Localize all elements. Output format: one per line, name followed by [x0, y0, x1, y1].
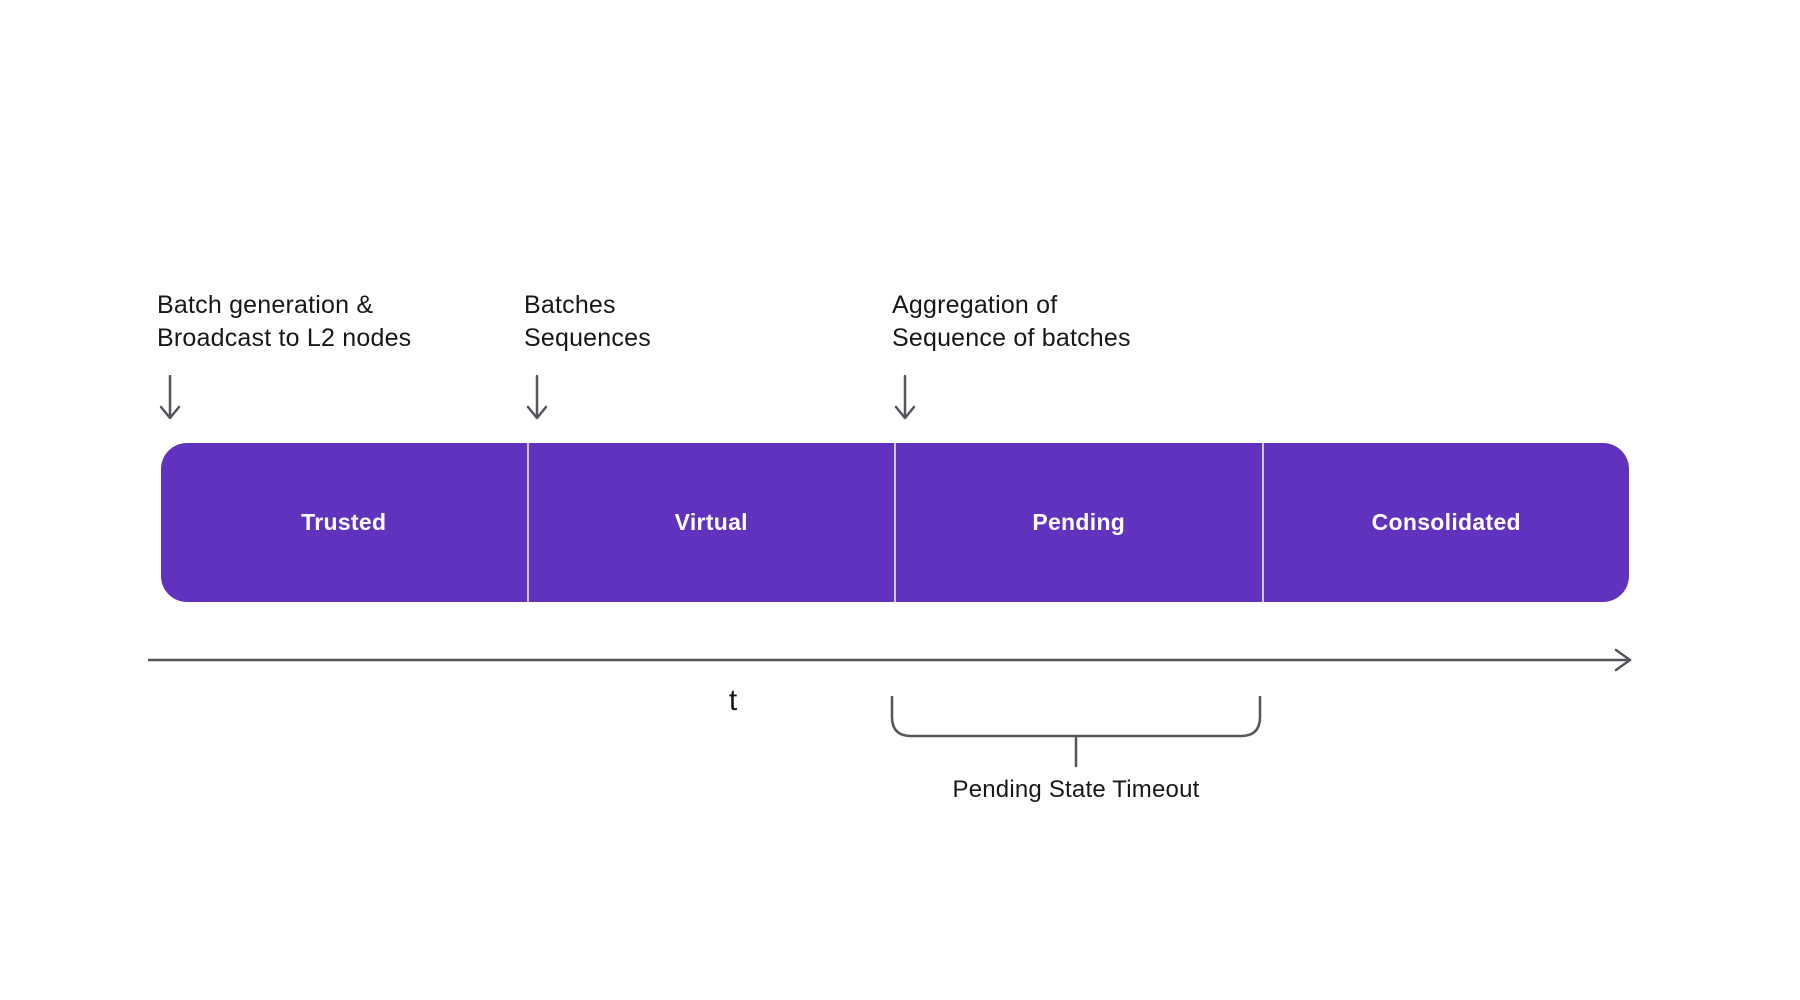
annotation-aggregation: Aggregation of Sequence of batches: [892, 289, 1131, 421]
annotation-label: Aggregation of Sequence of batches: [892, 291, 1131, 352]
stage-segment-trusted: Trusted: [161, 443, 529, 602]
state-bar: Trusted Virtual Pending Consolidated: [161, 443, 1629, 602]
pending-timeout-label: Pending State Timeout: [952, 776, 1200, 803]
down-arrow-icon: [526, 375, 548, 420]
down-arrow-icon: [894, 375, 916, 420]
time-axis-arrow: [148, 648, 1632, 672]
stage-label: Trusted: [301, 509, 387, 535]
annotation-batch-generation: Batch generation & Broadcast to L2 nodes: [157, 289, 411, 421]
stage-segment-pending: Pending: [896, 443, 1264, 602]
annotation-label: Batch generation & Broadcast to L2 nodes: [157, 291, 412, 352]
stage-segment-consolidated: Consolidated: [1264, 443, 1630, 602]
annotation-label: Batches Sequences: [524, 291, 651, 352]
down-arrow-icon: [159, 375, 181, 420]
time-axis-label: t: [728, 684, 738, 717]
annotation-batches-sequences: Batches Sequences: [524, 289, 651, 421]
stage-label: Virtual: [674, 509, 748, 535]
pending-timeout-bracket-icon: [890, 696, 1262, 768]
stage-label: Pending: [1032, 509, 1126, 535]
stage-label: Consolidated: [1371, 509, 1521, 535]
stage-segment-virtual: Virtual: [529, 443, 896, 602]
